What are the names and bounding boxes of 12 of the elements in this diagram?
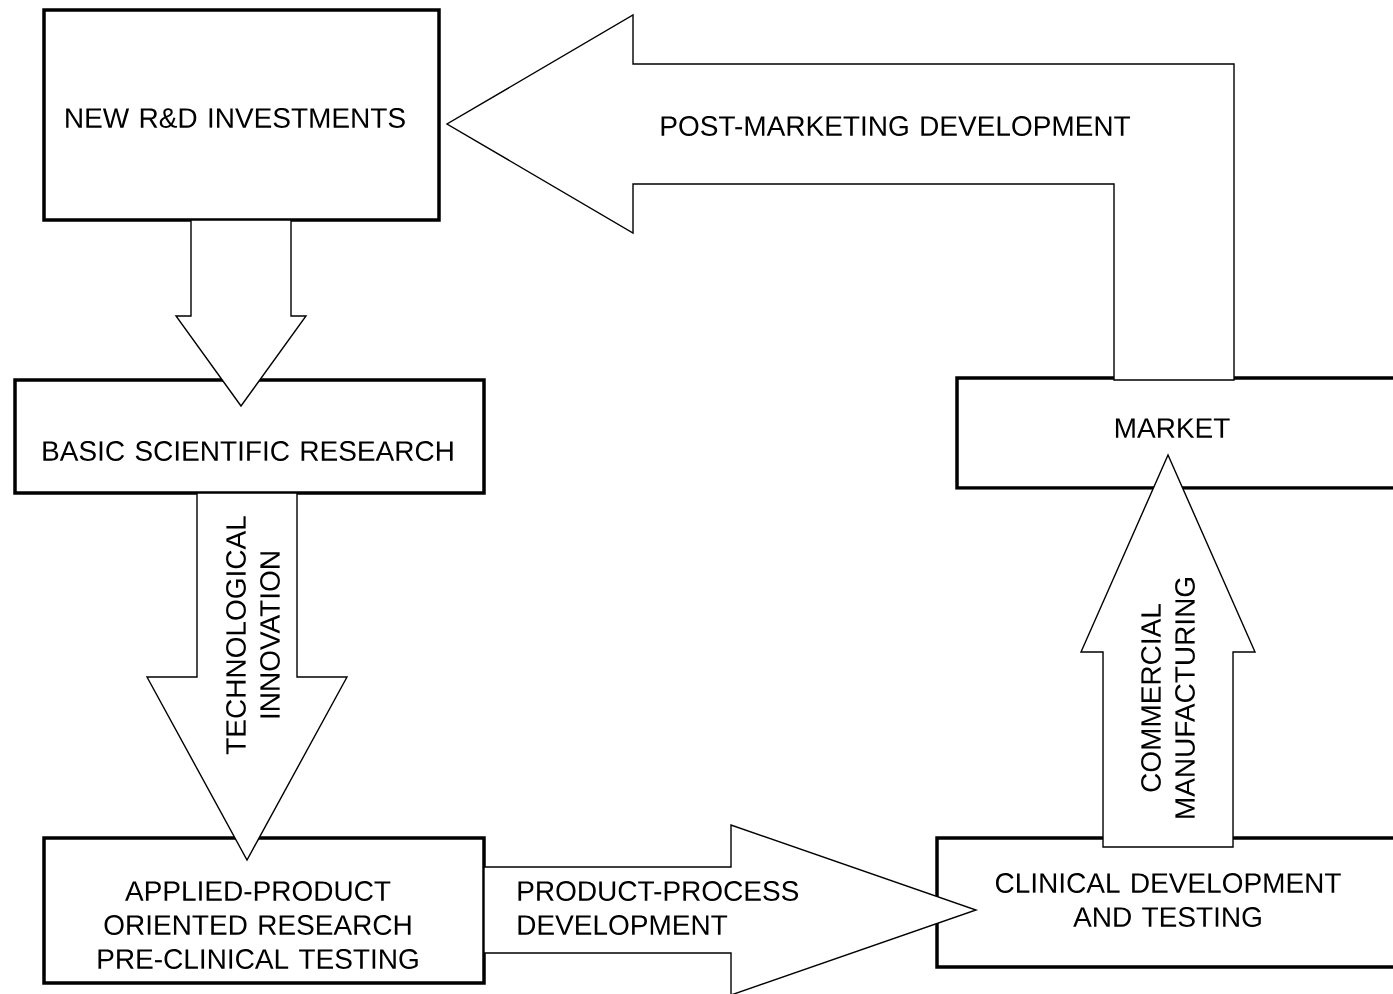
block-arrow xyxy=(445,13,1235,381)
block-arrow xyxy=(145,492,349,862)
edge-label: POST-MARKETING DEVELOPMENT xyxy=(661,116,1131,136)
block-arrow xyxy=(174,219,308,408)
edge-label: TECHNOLOGICAL INNOVATION xyxy=(226,516,280,755)
edge-label: COMMERCIAL MANUFACTURING xyxy=(1141,578,1195,818)
process-box: APPLIED-PRODUCT ORIENTED RESEARCH PRE-CLINICAL TESTING xyxy=(42,836,486,985)
process-box: NEW R&D INVESTMENTS xyxy=(42,8,441,222)
block-arrow xyxy=(1079,453,1257,848)
block-arrow xyxy=(483,824,979,994)
edge-label: PRODUCT-PROCESS DEVELOPMENT xyxy=(518,881,799,935)
process-box: BASIC SCIENTIFIC RESEARCH xyxy=(13,378,486,495)
